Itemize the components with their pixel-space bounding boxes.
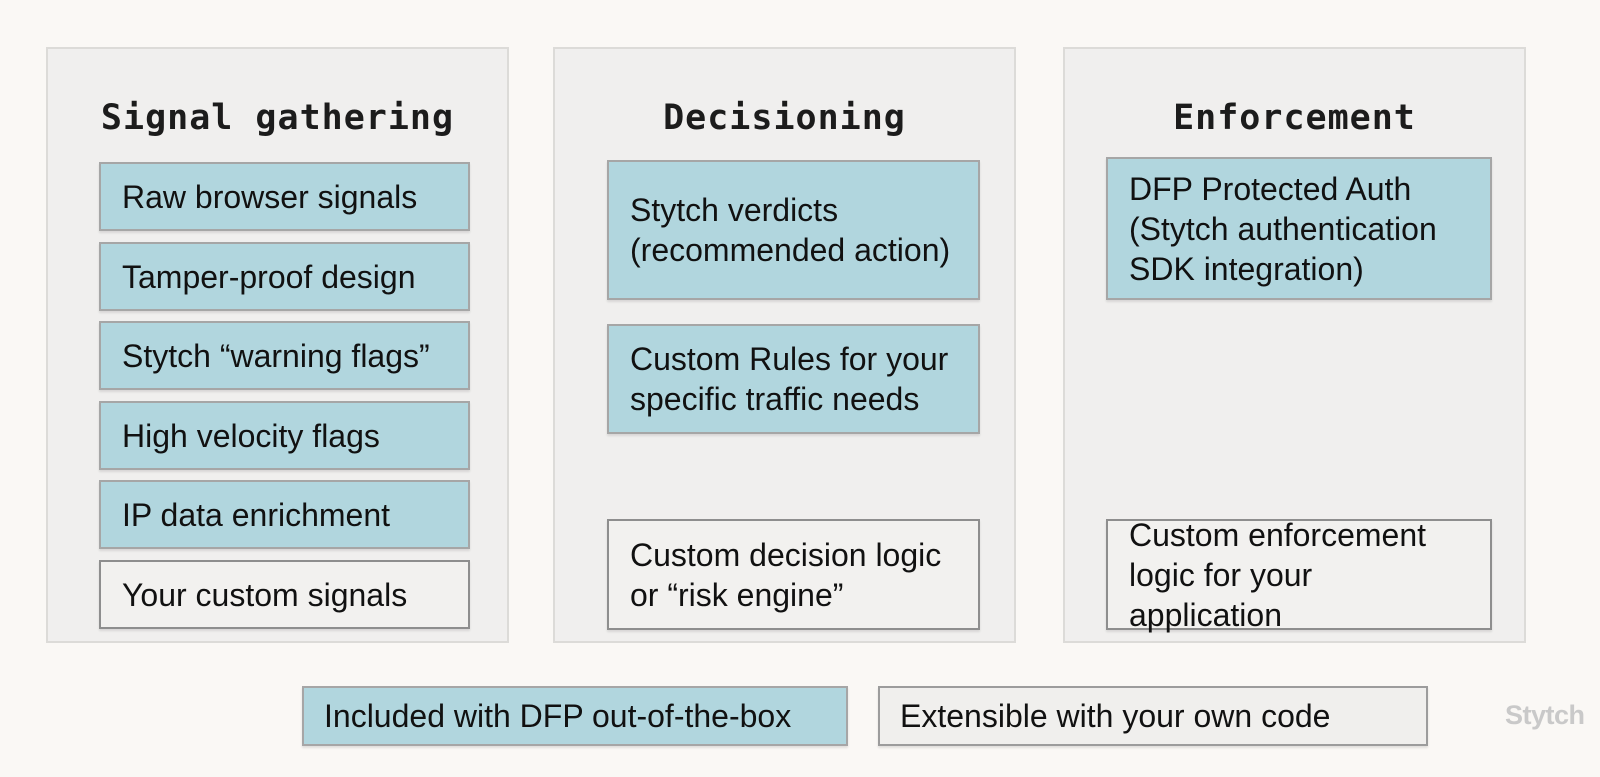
- legend-included-with-dfp: Included with DFP out-of-the-box: [302, 686, 848, 746]
- legend-extensible-with-code: Extensible with your own code: [878, 686, 1428, 746]
- box-custom-enforcement-logic: Custom enforcement logic for your applic…: [1106, 517, 1492, 633]
- box-high-velocity-flags: High velocity flags: [99, 401, 470, 470]
- box-stytch-warning-flags: Stytch “warning flags”: [99, 321, 470, 390]
- box-dfp-protected-auth: DFP Protected Auth (Stytch authenticatio…: [1106, 157, 1492, 300]
- legend-label: Included with DFP out-of-the-box: [324, 697, 792, 734]
- box-label: Stytch “warning flags”: [122, 337, 430, 374]
- box-label: Custom Rules for your specific traffic n…: [630, 341, 949, 417]
- box-label: Stytch verdicts (recommended action): [630, 192, 951, 268]
- box-custom-rules: Custom Rules for your specific traffic n…: [607, 324, 980, 434]
- column-decisioning: Decisioning Stytch verdicts (recommended…: [553, 47, 1016, 643]
- box-label: Your custom signals: [122, 576, 408, 613]
- column-signal-gathering: Signal gathering Raw browser signals Tam…: [46, 47, 509, 643]
- column-enforcement: Enforcement DFP Protected Auth (Stytch a…: [1063, 47, 1526, 643]
- box-label: IP data enrichment: [122, 496, 391, 533]
- stytch-logo: Stytch: [1505, 700, 1585, 730]
- box-label: Raw browser signals: [122, 178, 418, 215]
- box-label: High velocity flags: [122, 417, 380, 454]
- box-tamper-proof-design: Tamper-proof design: [99, 242, 470, 311]
- box-your-custom-signals: Your custom signals: [99, 560, 470, 629]
- box-label: Custom enforcement logic for your applic…: [1129, 516, 1427, 633]
- box-label: Tamper-proof design: [122, 258, 416, 295]
- column-title-decisioning: Decisioning: [663, 98, 906, 138]
- box-stytch-verdicts: Stytch verdicts (recommended action): [607, 160, 980, 300]
- legend-label: Extensible with your own code: [900, 697, 1331, 734]
- column-title-enforcement: Enforcement: [1173, 98, 1416, 138]
- box-custom-decision-logic: Custom decision logic or “risk engine”: [607, 519, 980, 630]
- box-label: DFP Protected Auth (Stytch authenticatio…: [1129, 170, 1437, 287]
- box-label: Custom decision logic or “risk engine”: [630, 536, 942, 613]
- column-title-signal-gathering: Signal gathering: [100, 98, 455, 138]
- box-raw-browser-signals: Raw browser signals: [99, 162, 470, 231]
- box-ip-data-enrichment: IP data enrichment: [99, 480, 470, 549]
